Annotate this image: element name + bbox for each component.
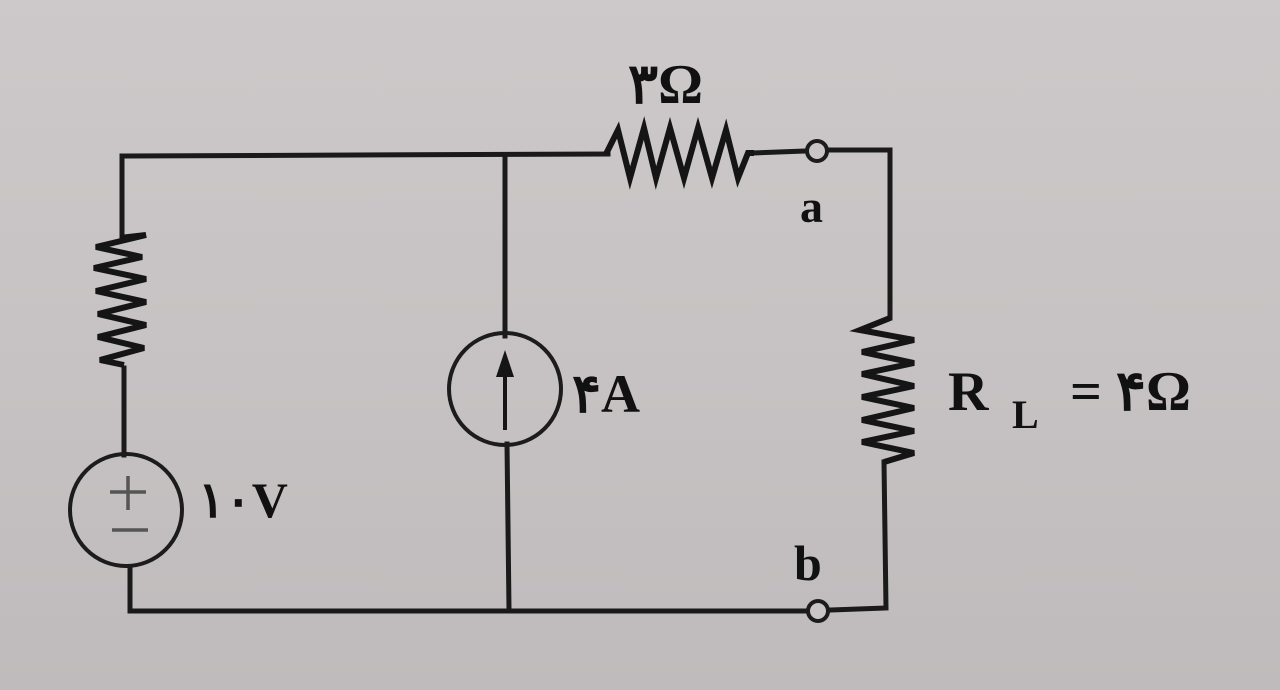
load-resistor-rl bbox=[849, 315, 915, 465]
current-source-label: ۴A bbox=[572, 364, 640, 424]
wire-top-left bbox=[119, 151, 611, 241]
wire-right-bottom bbox=[827, 459, 889, 613]
load-resistor-label-r: R bbox=[948, 361, 989, 423]
current-source-circle bbox=[447, 331, 563, 447]
terminal-a bbox=[805, 139, 829, 163]
load-resistor-label-subscript: L bbox=[1012, 392, 1039, 437]
wire-bottom bbox=[127, 565, 809, 614]
arrow-up-icon bbox=[496, 350, 514, 377]
terminal-a-label: a bbox=[800, 181, 823, 232]
load-resistor-label-value: = ۴Ω bbox=[1070, 361, 1191, 423]
left-resistor bbox=[93, 232, 147, 368]
plus-sign-icon bbox=[110, 476, 146, 510]
voltage-source bbox=[68, 452, 184, 568]
wire-middle-bottom bbox=[504, 441, 512, 612]
terminal-b bbox=[806, 599, 830, 623]
voltage-source-circle bbox=[68, 452, 184, 568]
series-resistor-3ohm bbox=[603, 116, 754, 190]
voltage-source-label: ۱۰V bbox=[198, 472, 288, 528]
terminal-b-label: b bbox=[794, 535, 822, 591]
wire-resistor-to-a bbox=[749, 148, 809, 156]
wire-a-to-right bbox=[825, 147, 893, 321]
current-source bbox=[447, 331, 563, 447]
series-resistor-label: ۳Ω bbox=[628, 54, 703, 116]
